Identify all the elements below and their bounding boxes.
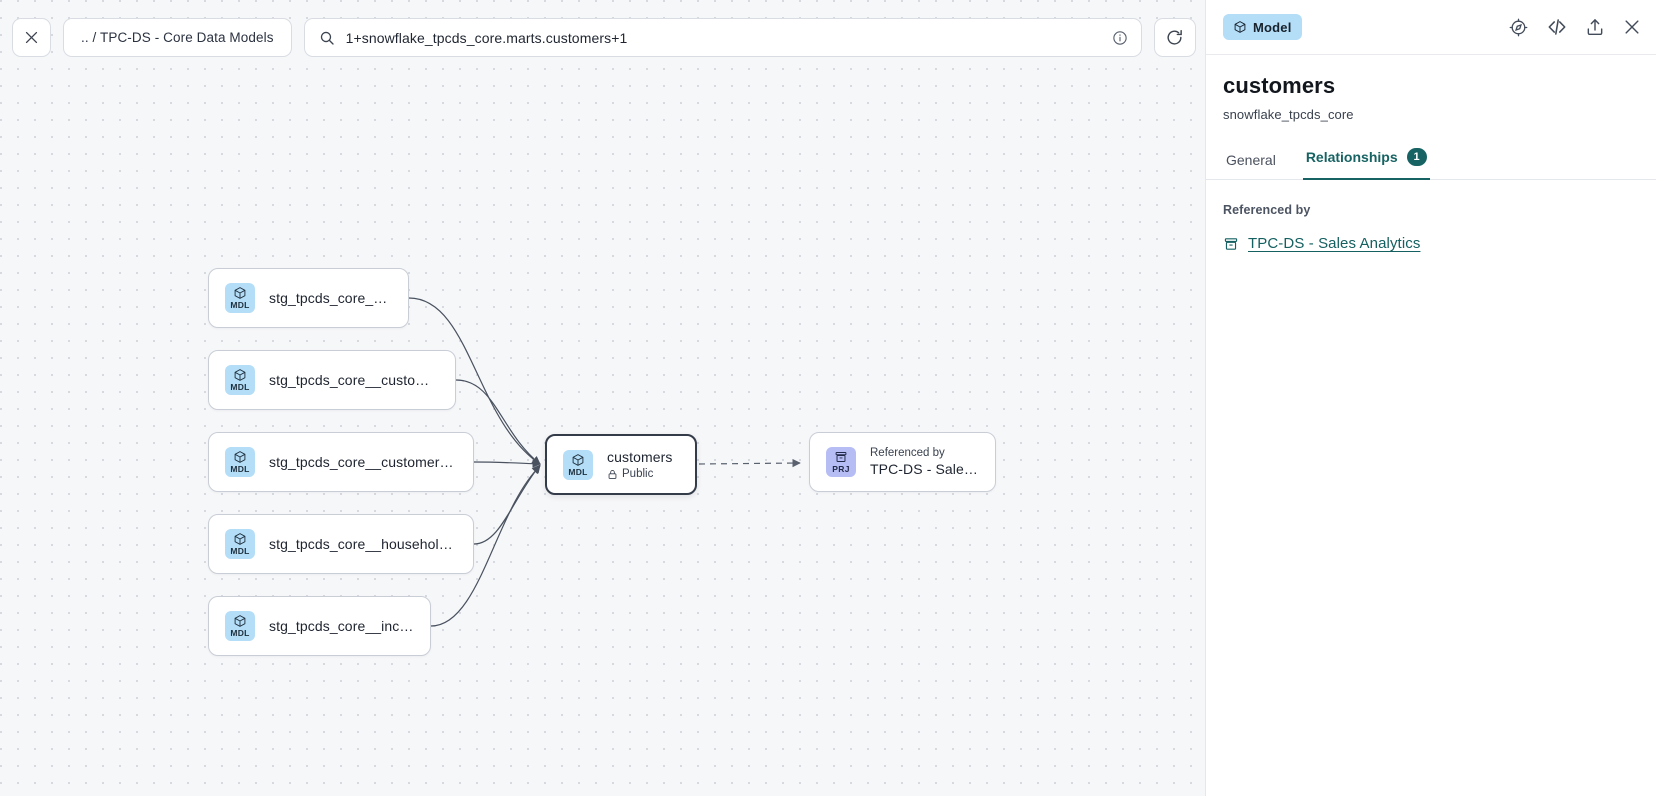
graph-node-upstream[interactable]: MDL stg_tpcds_core__income_band: [208, 596, 431, 656]
tab-general[interactable]: General: [1223, 152, 1279, 180]
details-panel: Model: [1205, 0, 1656, 796]
refresh-icon: [1165, 28, 1184, 47]
node-body: stg_tpcds_core__income_band: [269, 618, 414, 634]
search-icon: [319, 30, 335, 46]
node-type-badge: PRJ: [826, 447, 856, 477]
node-title: stg_tpcds_core__income_band: [269, 618, 414, 634]
cube-icon: [571, 453, 585, 468]
graph-node-project[interactable]: PRJ Referenced by TPC-DS - Sales Analytics: [809, 432, 996, 492]
graph-node-upstream[interactable]: MDL stg_tpcds_core__customer_address: [208, 350, 456, 410]
node-type-label: MDL: [230, 464, 250, 474]
page-title: customers: [1223, 73, 1336, 98]
close-x-icon: [23, 29, 40, 46]
node-type-badge: MDL: [225, 529, 255, 559]
panel-actions: [1508, 16, 1642, 38]
node-body: stg_tpcds_core__household_demogr…: [269, 536, 457, 552]
node-title: stg_tpcds_core__customer_demogra…: [269, 454, 457, 470]
node-type-badge: MDL: [225, 365, 255, 395]
cube-icon: [233, 368, 247, 383]
refresh-button[interactable]: [1153, 18, 1196, 57]
share-icon[interactable]: [1585, 17, 1605, 37]
entity-type-badge: Model: [1223, 14, 1302, 40]
node-title: TPC-DS - Sales Analytics: [870, 461, 979, 477]
archive-box-icon: [834, 450, 848, 465]
node-body: stg_tpcds_core__customer_demogra…: [269, 454, 457, 470]
graph-node-upstream[interactable]: MDL stg_tpcds_core__household_demogr…: [208, 514, 474, 574]
tab-label: Relationships: [1305, 149, 1398, 165]
node-kicker: Referenced by: [870, 447, 945, 459]
close-lineage-button[interactable]: [12, 18, 51, 57]
tab-label: General: [1226, 152, 1276, 168]
node-title: customers: [607, 449, 673, 465]
node-type-badge: MDL: [225, 611, 255, 641]
tab-count-badge: 1: [1406, 148, 1427, 166]
lineage-search[interactable]: [303, 18, 1142, 57]
node-body: stg_tpcds_core__customer: [269, 290, 392, 306]
panel-tabs: General Relationships 1: [1206, 147, 1656, 180]
node-body: Referenced by TPC-DS - Sales Analytics: [870, 447, 979, 477]
lock-icon: [607, 469, 618, 480]
panel-content: Referenced by TPC-DS - Sales Analytics: [1206, 180, 1656, 252]
search-input[interactable]: [345, 29, 1101, 46]
breadcrumb-label: .. / TPC-DS - Core Data Models: [81, 30, 274, 45]
node-visibility: Public: [607, 468, 672, 480]
compass-icon[interactable]: [1508, 17, 1529, 38]
graph-node-upstream[interactable]: MDL stg_tpcds_core__customer_demogra…: [208, 432, 474, 492]
node-type-label: MDL: [230, 300, 250, 310]
node-title: stg_tpcds_core__customer: [269, 290, 392, 306]
referenced-by-label: Referenced by: [1223, 203, 1311, 217]
node-type-badge: MDL: [225, 283, 255, 313]
referenced-by-item[interactable]: TPC-DS - Sales Analytics: [1223, 235, 1639, 252]
cube-icon: [233, 532, 247, 547]
node-visibility-label: Public: [622, 468, 654, 480]
node-body: stg_tpcds_core__customer_address: [269, 372, 439, 388]
node-type-label: MDL: [568, 466, 588, 477]
node-type-badge: MDL: [225, 447, 255, 477]
panel-title-block: customers snowflake_tpcds_core: [1206, 55, 1656, 122]
node-title: stg_tpcds_core__household_demogr…: [269, 536, 457, 552]
graph-node-upstream[interactable]: MDL stg_tpcds_core__customer: [208, 268, 409, 328]
archive-box-icon: [1223, 236, 1239, 252]
cube-icon: [233, 614, 247, 629]
cube-icon: [233, 286, 247, 301]
entity-subtitle: snowflake_tpcds_core: [1223, 107, 1354, 122]
cube-icon: [233, 450, 247, 465]
referenced-by-list: TPC-DS - Sales Analytics: [1223, 235, 1639, 252]
node-type-label: MDL: [230, 382, 250, 392]
breadcrumb[interactable]: .. / TPC-DS - Core Data Models: [63, 18, 292, 57]
node-type-label: MDL: [230, 628, 250, 638]
tab-relationships[interactable]: Relationships 1: [1302, 148, 1430, 180]
cube-icon: [1233, 20, 1247, 34]
node-type-badge: MDL: [563, 449, 593, 480]
node-title: stg_tpcds_core__customer_address: [269, 372, 439, 388]
close-panel-icon[interactable]: [1622, 17, 1642, 37]
referenced-by-link: TPC-DS - Sales Analytics: [1248, 235, 1421, 252]
code-icon[interactable]: [1546, 16, 1568, 38]
node-type-label: PRJ: [832, 464, 850, 474]
entity-type-label: Model: [1253, 19, 1292, 35]
node-type-label: MDL: [230, 546, 250, 556]
lineage-toolbar: .. / TPC-DS - Core Data Models: [12, 18, 1196, 57]
info-circle-icon[interactable]: [1112, 30, 1128, 46]
panel-header: Model: [1206, 0, 1656, 55]
